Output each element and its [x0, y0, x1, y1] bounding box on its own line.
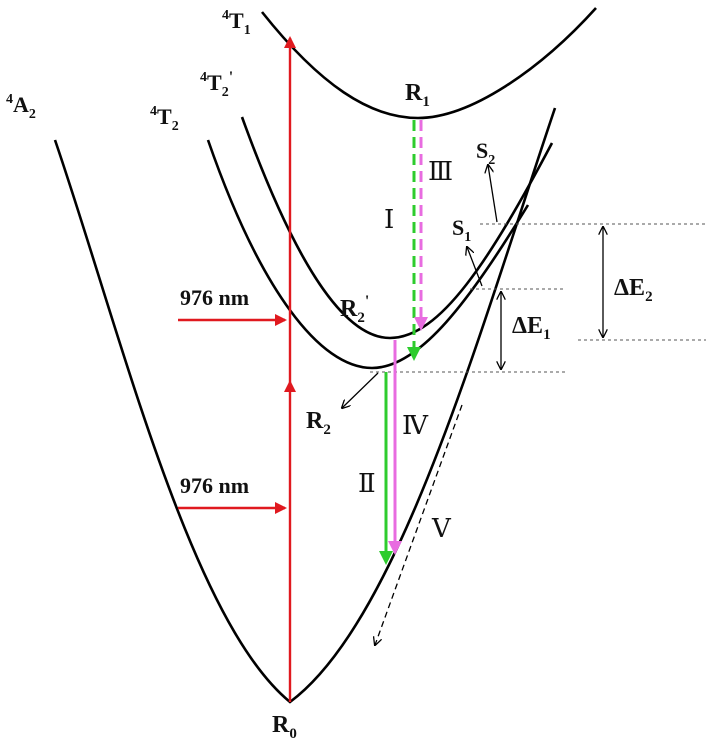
curve-4A2 — [53, 107, 557, 704]
process-III-label: Ⅲ — [428, 157, 453, 186]
label-R1: R1 — [405, 80, 430, 110]
label-4T1: 4T1 — [222, 8, 251, 38]
s2-pointer — [488, 165, 498, 223]
pump-label-upper: 976 nm — [180, 285, 249, 310]
label-R2: R2 — [306, 408, 331, 438]
label-4A2: 4A2 — [6, 92, 36, 122]
label-4T2: 4T2 — [150, 104, 179, 134]
s1-pointer — [467, 247, 483, 287]
process-I-label: Ⅰ — [384, 205, 394, 234]
curve-4T1 — [260, 7, 597, 120]
label-R2-prime: R2' — [340, 293, 369, 326]
label-S1: S1 — [452, 215, 471, 245]
curve-4T2-prime — [240, 116, 554, 340]
process-IV-label: Ⅳ — [402, 411, 429, 440]
label-S2: S2 — [476, 138, 495, 168]
process-V-label: Ⅴ — [431, 514, 452, 543]
process-V-arrow — [375, 404, 463, 645]
label-delta-e1: ΔE1 — [512, 313, 551, 343]
label-delta-e2: ΔE2 — [614, 275, 653, 305]
pump-label-lower: 976 nm — [180, 473, 249, 498]
label-R0: R0 — [272, 712, 297, 742]
label-4T2-prime: 4T2' — [200, 69, 233, 100]
r2-pointer — [342, 372, 379, 408]
process-II-label: Ⅱ — [358, 469, 376, 498]
